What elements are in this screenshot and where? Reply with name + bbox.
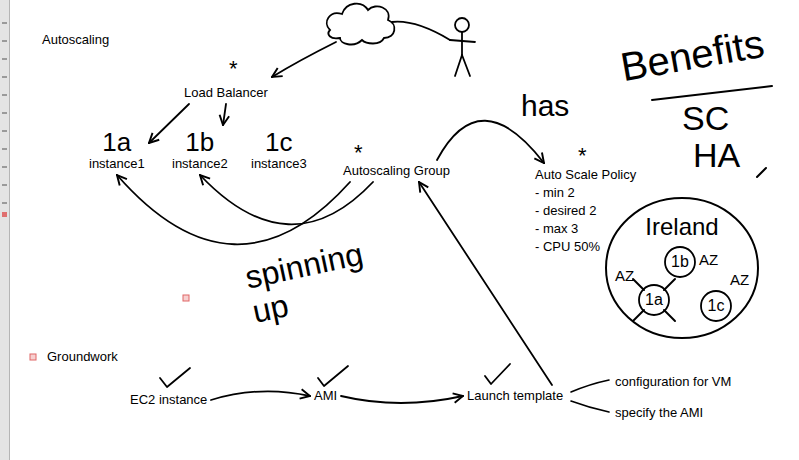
az-circle-crossed: AZ1a [637, 283, 671, 317]
cross-out-stroke [633, 279, 644, 290]
toolbar-icons [2, 22, 7, 204]
instance-node: 1cinstance3 [247, 125, 311, 175]
connector [211, 391, 310, 400]
note-label: configuration for VM [615, 375, 731, 390]
node-text: AMI [314, 388, 337, 404]
cross-out-stroke [633, 310, 644, 321]
user-line [392, 22, 450, 40]
node-text: instance2 [172, 156, 228, 172]
connector [149, 104, 189, 143]
bracket-lines [571, 380, 609, 412]
stick-figure [450, 18, 475, 76]
region-circle: Ireland1bAZAZ1a1cAZ [604, 196, 760, 340]
marker-square [183, 295, 189, 301]
node-text: Launch template [467, 388, 563, 404]
connector [223, 104, 226, 125]
policy-item: - desired 2 [535, 202, 636, 220]
zone-label: 1b [172, 128, 228, 156]
edge-label: has [519, 89, 571, 122]
handwritten-note: spinning up [242, 232, 394, 330]
connector [437, 121, 544, 163]
zone-label: 1c [251, 128, 307, 156]
node-text: instance1 [89, 156, 145, 172]
request-arrow [272, 42, 336, 77]
node-text: EC2 instance [130, 392, 207, 408]
az-circle: 1cAZ [699, 289, 733, 323]
az-label: AZ [615, 267, 634, 285]
asterisk-mark: * [229, 56, 238, 81]
underline [652, 86, 772, 100]
zone-label: 1a [637, 283, 671, 317]
pen-cursor [757, 168, 766, 177]
toolbar-edge [9, 0, 10, 460]
launch-template-node: Launch template [463, 385, 567, 407]
ami-node: AMI [310, 385, 341, 407]
policy-item: - CPU 50% [535, 238, 636, 256]
region-label: Ireland [604, 214, 760, 240]
toolbar-strip [0, 0, 9, 460]
cloud-sketch [327, 4, 395, 45]
connector [117, 175, 350, 244]
load-balancer: Load Balancer [180, 82, 272, 104]
cross-out-stroke [664, 279, 675, 290]
ec2-node: EC2 instance [126, 389, 211, 411]
instance-node: 1ainstance1 [85, 125, 149, 175]
policy-block: Auto Scale Policy- min 2- desired 2- max… [531, 163, 640, 259]
connector [200, 175, 373, 224]
bullet-square [30, 354, 36, 360]
policy-item: - max 3 [535, 220, 636, 238]
benefit-item: HA [693, 136, 740, 175]
check-marks [160, 364, 510, 387]
node-text: Load Balancer [184, 85, 268, 101]
policy-title: Auto Scale Policy [535, 166, 636, 184]
toolbar-icon [2, 212, 7, 217]
benefit-item: SC [682, 99, 729, 138]
benefits-heading: Benefits [617, 20, 767, 90]
section-label: Groundwork [47, 350, 118, 365]
node-text: instance3 [251, 156, 307, 172]
diagram-title: Autoscaling [42, 32, 109, 48]
instance-node: 1binstance2 [168, 125, 232, 175]
zone-label: 1b [663, 245, 697, 279]
zone-label: 1c [699, 289, 733, 323]
connector [419, 182, 552, 385]
node-text: Autoscaling Group [343, 163, 450, 179]
connector [341, 396, 463, 403]
az-circle: 1bAZ [663, 245, 697, 279]
asterisk-mark: * [354, 140, 363, 165]
policy-item: - min 2 [535, 184, 636, 202]
asterisk-mark: * [578, 143, 587, 168]
az-label: AZ [699, 251, 718, 269]
zone-label: 1a [89, 128, 145, 156]
az-label: AZ [730, 271, 749, 289]
cross-out-stroke [664, 310, 675, 321]
note-label: specify the AMI [615, 406, 703, 421]
